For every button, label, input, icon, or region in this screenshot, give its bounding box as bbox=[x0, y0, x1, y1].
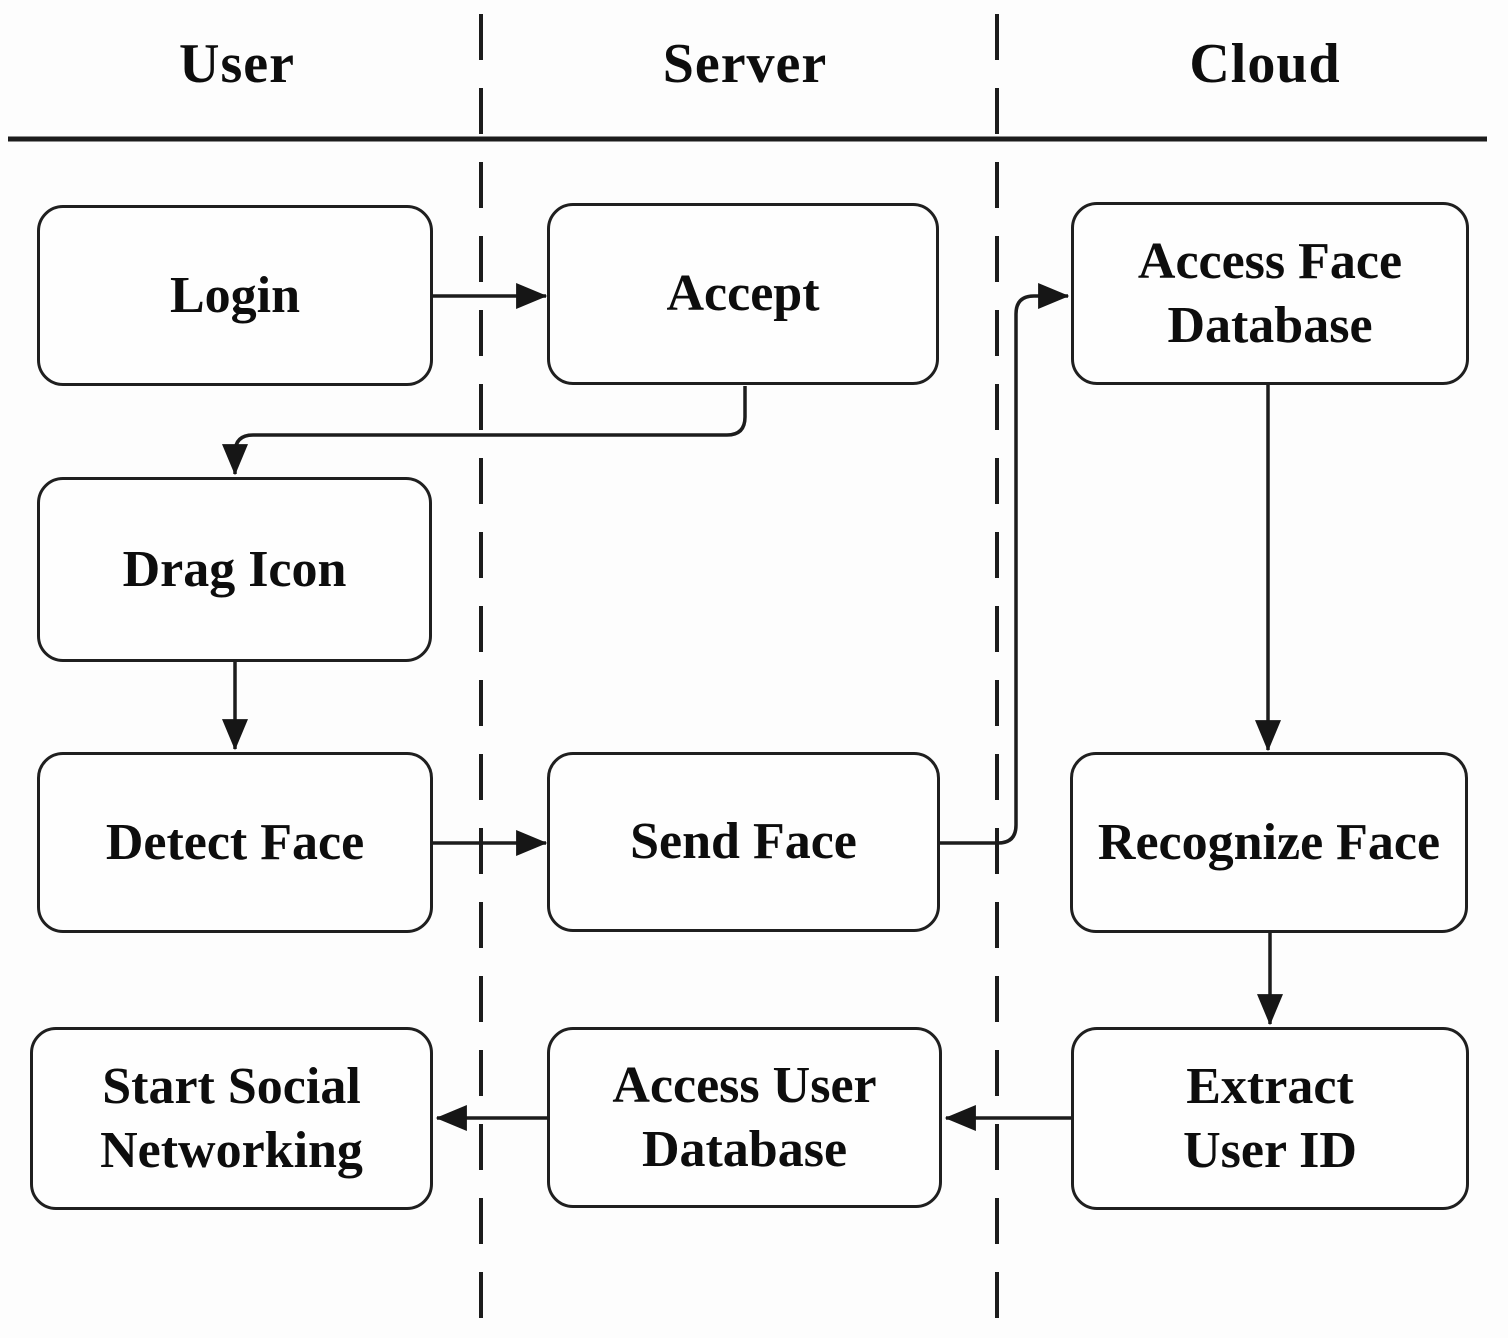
node-drag-icon: Drag Icon bbox=[37, 477, 432, 662]
node-label-line: Start Social bbox=[102, 1057, 361, 1115]
node-label-line: Networking bbox=[100, 1121, 363, 1179]
node-accept: Accept bbox=[547, 203, 939, 385]
lane-header-server: Server bbox=[662, 33, 828, 95]
node-label-line: Detect Face bbox=[105, 813, 365, 871]
node-recognize-face: Recognize Face bbox=[1070, 752, 1468, 933]
node-label-line: Database bbox=[1167, 296, 1373, 354]
node-label-line: Database bbox=[641, 1120, 848, 1178]
edge-send-face-access-face-database bbox=[940, 283, 1070, 845]
node-login: Login bbox=[37, 205, 433, 386]
edge-accept-drag-icon bbox=[222, 386, 747, 476]
lane-header-cloud: Cloud bbox=[1189, 33, 1341, 95]
node-label-line: Recognize Face bbox=[1097, 813, 1441, 871]
node-label-line: Login bbox=[169, 266, 301, 324]
node-detect-face: Detect Face bbox=[37, 752, 433, 933]
lane-header-user: User bbox=[179, 33, 295, 95]
node-access-user-database: Access User Database bbox=[547, 1027, 942, 1208]
node-label-line: User ID bbox=[1183, 1121, 1357, 1179]
node-label-line: Access User bbox=[612, 1056, 877, 1114]
node-access-face-database: Access Face Database bbox=[1071, 202, 1469, 385]
node-send-face: Send Face bbox=[547, 752, 940, 932]
node-extract-user-id: Extract User ID bbox=[1071, 1027, 1469, 1210]
node-start-social-networking: Start Social Networking bbox=[30, 1027, 433, 1210]
node-label-line: Extract bbox=[1186, 1057, 1354, 1115]
node-label-line: Drag Icon bbox=[122, 540, 347, 598]
node-label-line: Access Face bbox=[1137, 232, 1403, 290]
node-label-line: Accept bbox=[666, 265, 820, 322]
node-label-line: Send Face bbox=[630, 813, 857, 870]
